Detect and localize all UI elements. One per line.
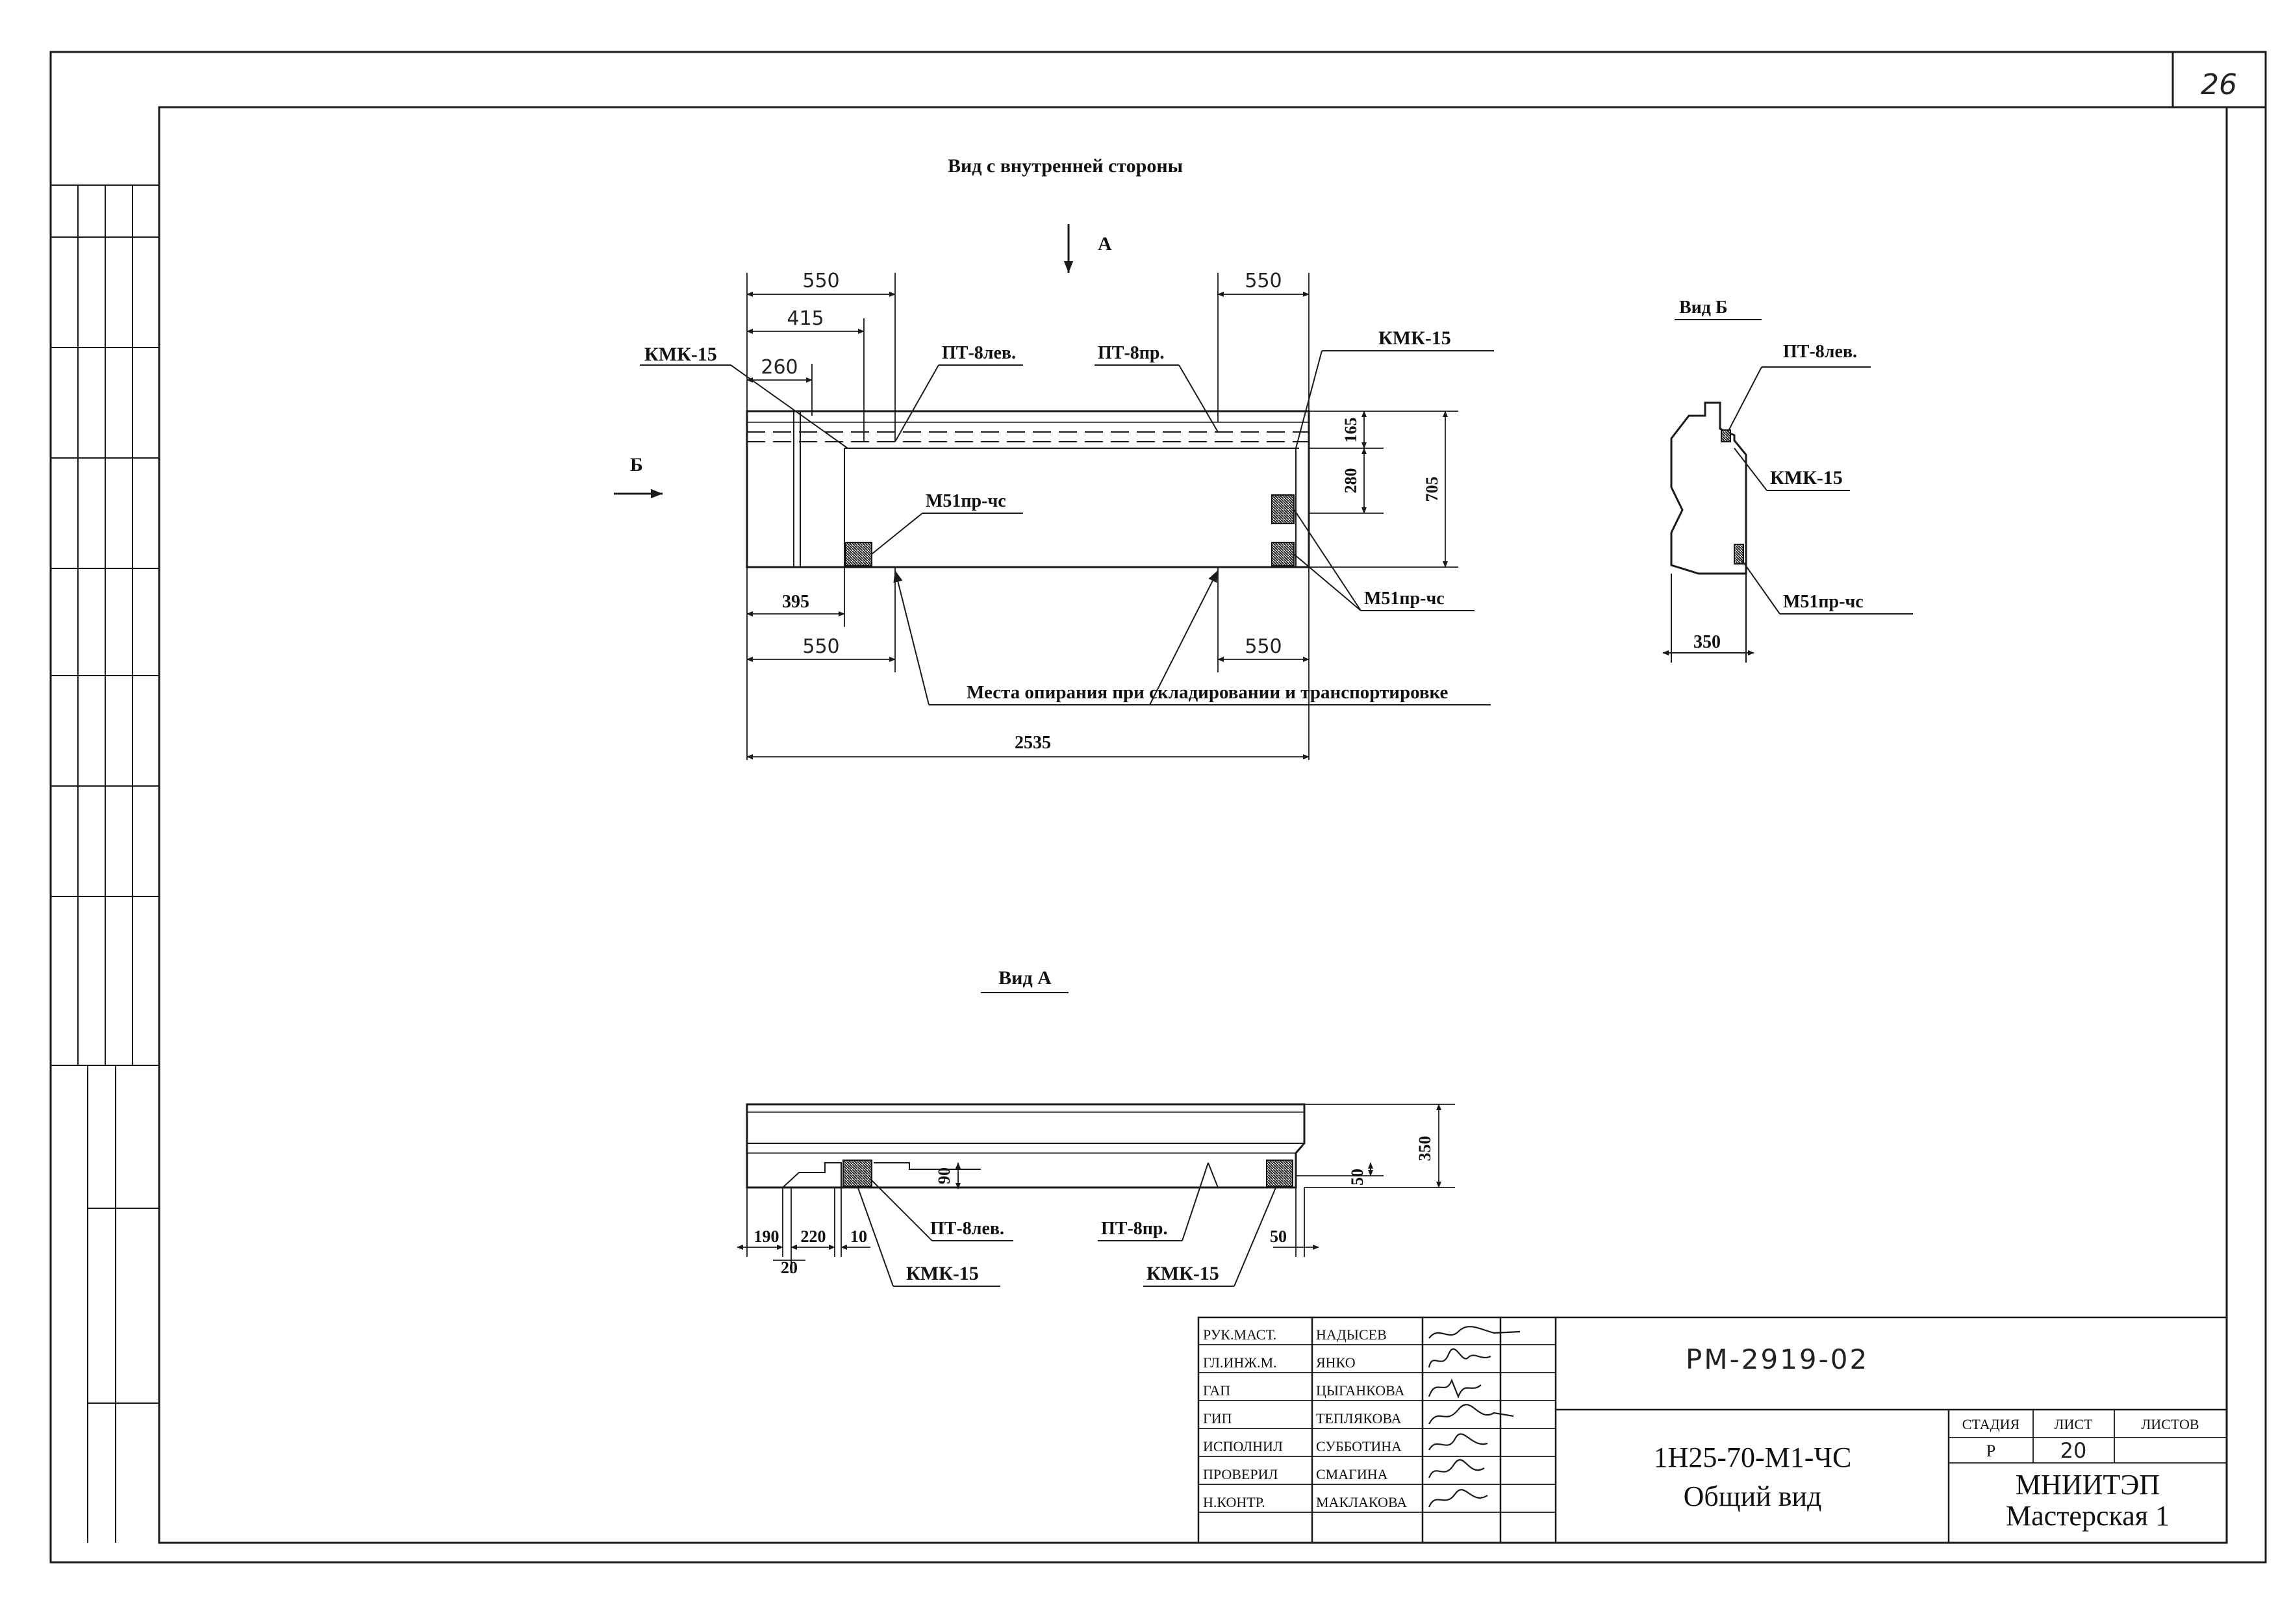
view-b-label-pt8: ПТ-8лев. [1783, 342, 1857, 362]
tb-name-3: ТЕПЛЯКОВА [1316, 1410, 1402, 1427]
page-number: 26 [2201, 68, 2237, 101]
view-a-outline [746, 1103, 1306, 1189]
tb-name-6: МАКЛАКОВА [1316, 1494, 1407, 1510]
tb-sheets-header: ЛИСТОВ [2141, 1416, 2199, 1432]
dim-165: 165 [1341, 418, 1360, 443]
dim-550-top-right: 550 [1245, 270, 1282, 292]
dim-550-bottom-right: 550 [1245, 635, 1282, 658]
view-a-leaders [857, 1162, 1277, 1287]
label-pt8-left: ПТ-8лев. [942, 343, 1016, 363]
tb-role-5: ПРОВЕРИЛ [1203, 1466, 1278, 1482]
view-a-dim-10: 10 [850, 1227, 867, 1246]
support-note: Места опирания при складировании и транс… [967, 682, 1449, 703]
view-a-dim-220: 220 [801, 1227, 826, 1246]
tb-role-0: РУК.МАСТ. [1203, 1326, 1276, 1343]
view-b-embed-top [1721, 429, 1731, 442]
dim-395: 395 [782, 592, 809, 612]
tb-org-dept: Мастерская 1 [2006, 1500, 2170, 1532]
label-kmk15-left: КМК-15 [644, 344, 717, 365]
tb-doc-code: РМ-2919-02 [1686, 1343, 1869, 1375]
inner-view-dimensions [746, 273, 1458, 760]
tb-role-1: ГЛ.ИНЖ.М. [1203, 1354, 1277, 1371]
view-a-arrow-label: А [1098, 233, 1112, 255]
tb-stage-header: СТАДИЯ [1962, 1416, 2020, 1432]
view-a-dim-190: 190 [754, 1227, 779, 1246]
tb-name-2: ЦЫГАНКОВА [1316, 1382, 1404, 1399]
tb-sheet-title: Общий вид [1684, 1480, 1822, 1512]
tb-role-4: ИСПОЛНИЛ [1203, 1438, 1283, 1454]
view-a-label-kmk15-right: КМК-15 [1146, 1263, 1219, 1284]
tb-sheet-no: 20 [2060, 1438, 2087, 1463]
view-a-label-pt8-left: ПТ-8лев. [930, 1219, 1004, 1239]
embedded-part-m51-right-bottom [1271, 542, 1295, 566]
view-a-embed-right [1266, 1160, 1293, 1187]
inner-view-leaders [640, 350, 1494, 705]
tb-sheet-header: ЛИСТ [2055, 1416, 2093, 1432]
view-a-dimensions [737, 1104, 1455, 1273]
label-kmk15-right: КМК-15 [1378, 327, 1451, 349]
tb-org-name: МНИИТЭП [2016, 1469, 2160, 1501]
view-b-arrow-label: Б [630, 454, 643, 476]
embedded-part-m51-left [845, 542, 872, 566]
title-block [1197, 1316, 2228, 1544]
view-a-dim-50-vertical: 50 [1348, 1169, 1367, 1186]
dim-550-top-left: 550 [802, 270, 839, 292]
dim-415: 415 [787, 307, 824, 330]
embedded-part-m51-right-top [1271, 494, 1295, 524]
view-a-embed-left [842, 1160, 872, 1187]
view-b-dim-350: 350 [1693, 632, 1721, 652]
dim-260: 260 [761, 356, 798, 379]
dim-280: 280 [1341, 468, 1360, 494]
view-a-label-pt8-right: ПТ-8пр. [1101, 1219, 1167, 1239]
view-a-dim-50-horizontal: 50 [1270, 1227, 1287, 1246]
label-m51-left: М51пр-чс [926, 491, 1006, 511]
tb-name-5: СМАГИНА [1316, 1466, 1388, 1482]
dim-550-bottom-left: 550 [802, 635, 839, 658]
label-pt8-right: ПТ-8пр. [1098, 343, 1164, 363]
tb-role-6: Н.КОНТР. [1203, 1494, 1265, 1510]
view-b-label-kmk15: КМК-15 [1770, 467, 1843, 488]
dim-2535: 2535 [1015, 733, 1051, 753]
label-m51-right: М51пр-чс [1364, 589, 1445, 609]
tb-product-code: 1Н25-70-М1-ЧС [1654, 1441, 1852, 1473]
view-b-leaders [1662, 366, 1913, 663]
panel-front-outline [746, 410, 1310, 568]
view-a-title: Вид А [998, 967, 1052, 989]
tb-name-0: НАДЫСЕВ [1316, 1326, 1387, 1343]
tb-name-4: СУББОТИНА [1316, 1438, 1402, 1454]
tb-stage: Р [1986, 1441, 1995, 1460]
view-b-label-m51: М51пр-чс [1783, 592, 1864, 612]
sheet-frame [49, 51, 2267, 1564]
view-a-dim-350: 350 [1415, 1136, 1434, 1161]
view-b-title: Вид Б [1679, 298, 1727, 318]
signature-scribbles [1428, 1326, 1521, 1508]
tb-name-1: ЯНКО [1316, 1354, 1356, 1371]
inner-view-title: Вид с внутренней стороны [948, 155, 1183, 177]
view-a-dim-90: 90 [935, 1167, 954, 1184]
tb-role-2: ГАП [1203, 1382, 1230, 1399]
view-a-dim-20: 20 [781, 1258, 798, 1277]
dim-705: 705 [1423, 477, 1441, 502]
tb-role-3: ГИП [1203, 1410, 1232, 1427]
view-a-label-kmk15-left: КМК-15 [906, 1263, 979, 1284]
view-b-profile [1670, 401, 1747, 575]
